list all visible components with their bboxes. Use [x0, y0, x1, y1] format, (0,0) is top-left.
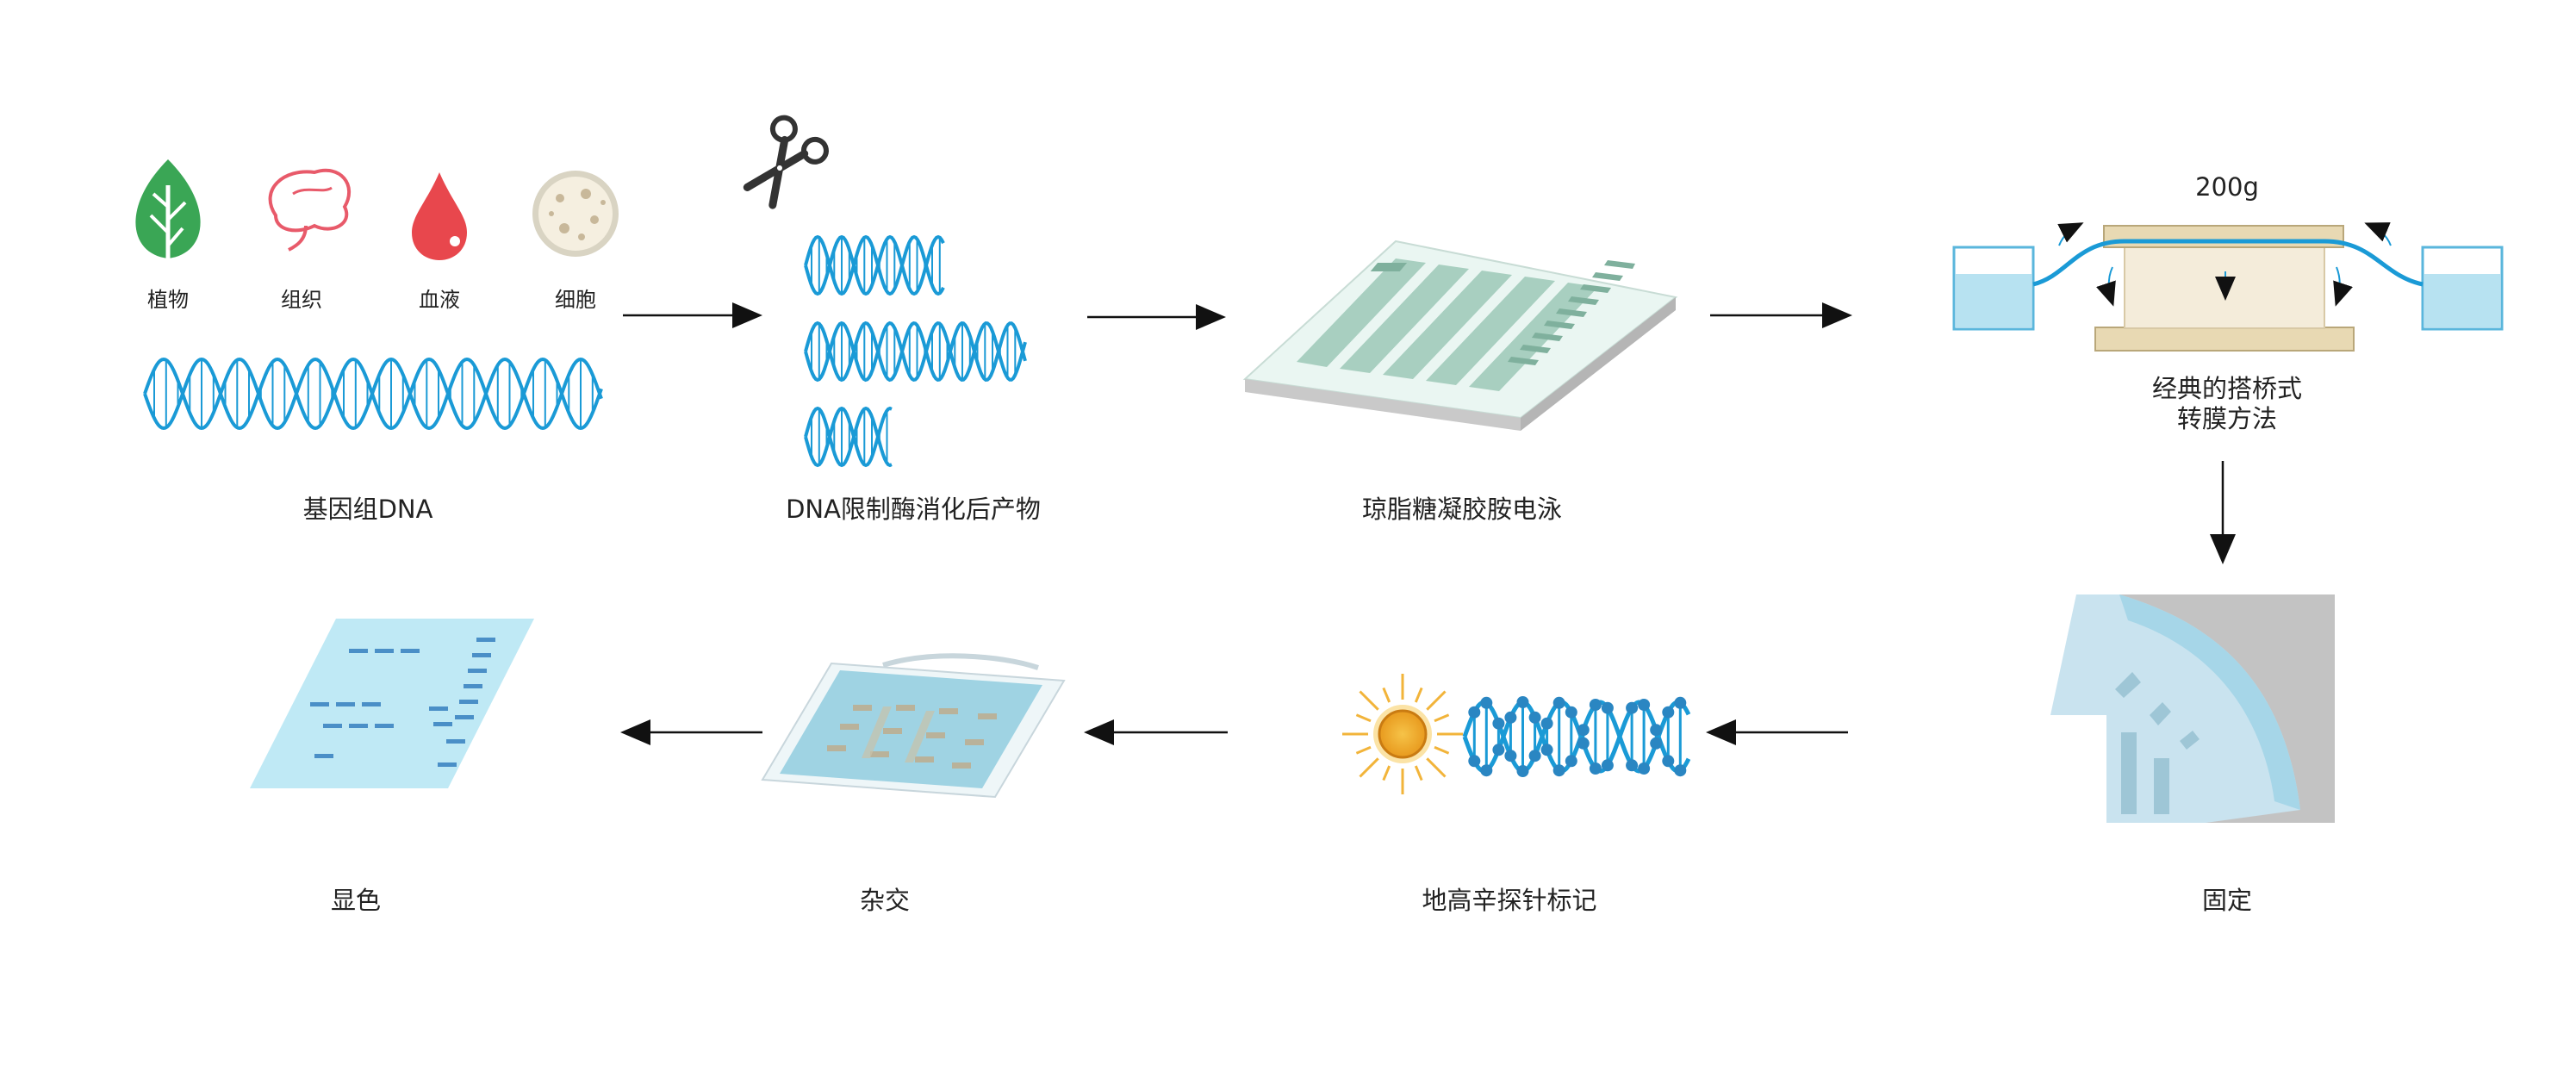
source-label-tissue: 组织 — [281, 288, 322, 312]
probe-dot — [1577, 737, 1590, 750]
blood-drop-icon — [412, 172, 467, 260]
dna-fragment-2 — [804, 321, 1027, 383]
source-label-plant: 植物 — [147, 288, 189, 312]
transfer-apparatus — [1952, 222, 2504, 352]
probe-dot — [1528, 711, 1541, 724]
probe-dot — [1504, 711, 1517, 724]
probe-dna-helix — [1462, 696, 1691, 777]
helix-strand — [804, 234, 945, 296]
helix-strand — [1462, 700, 1691, 774]
probe-dot — [1638, 762, 1651, 775]
probe-dot — [1650, 737, 1663, 750]
step-label-probe: 地高辛探针标记 — [1422, 886, 1597, 915]
sun-ray — [1359, 757, 1379, 778]
probe-dot — [1626, 701, 1639, 714]
leaf-icon — [135, 159, 201, 258]
helix-strand — [143, 357, 603, 431]
developed-membrane — [250, 619, 534, 788]
probe-dot — [1662, 706, 1675, 719]
helix-strand — [804, 234, 945, 296]
probe-dot — [1650, 724, 1663, 737]
probe-dot — [1540, 744, 1553, 756]
sun-ray — [1382, 765, 1391, 781]
tissue-icon — [268, 168, 351, 252]
sun-ray — [1414, 765, 1423, 781]
sun-ray — [1359, 690, 1379, 711]
transfer-label-line1: 经典的搭桥式 — [2151, 374, 2303, 403]
sun-ray — [1426, 690, 1447, 711]
agarose-gel — [1242, 240, 1678, 431]
sun-ray — [1355, 713, 1372, 723]
probe-dot — [1552, 696, 1565, 709]
sun-ray — [1434, 745, 1450, 755]
probe-dot — [1565, 706, 1577, 719]
transfer-label-line2: 转膜方法 — [2176, 404, 2278, 433]
step-label-electrophoresis: 琼脂糖凝胶胺电泳 — [1361, 495, 1563, 524]
genomic-dna-helix — [143, 357, 603, 431]
probe-dot — [1565, 755, 1577, 768]
probe-dot — [1589, 699, 1602, 711]
step-label-digest: DNA限制酶消化后产物 — [786, 495, 1041, 524]
sun-probe-icon — [1342, 674, 1463, 794]
gel-ladder — [1370, 263, 1408, 271]
step-label-fixation: 固定 — [2201, 886, 2253, 915]
dna-fragment-3 — [804, 406, 893, 468]
probe-dot — [1601, 759, 1614, 772]
probe-dot — [1589, 762, 1602, 775]
sun-ray — [1434, 713, 1450, 723]
dna-fragment-1 — [804, 234, 945, 296]
probe-dot — [1662, 755, 1675, 768]
probe-dot — [1674, 696, 1687, 709]
probe-dot — [1492, 744, 1505, 756]
probe-dot — [1504, 750, 1517, 762]
probe-dot — [1638, 699, 1651, 711]
source-label-cell: 细胞 — [555, 288, 596, 312]
sun-ray — [1426, 757, 1447, 778]
source-label-blood: 血液 — [419, 288, 460, 312]
probe-dot — [1468, 706, 1481, 719]
probe-dot — [1540, 717, 1553, 730]
step-label-hybridization: 杂交 — [859, 886, 911, 915]
probe-dot — [1528, 750, 1541, 762]
transfer-weight-label: 200g — [2195, 172, 2259, 202]
sun-core — [1378, 709, 1428, 759]
fixation-membrane — [2050, 594, 2335, 823]
probe-dot — [1601, 701, 1614, 714]
probe-dot — [1626, 759, 1639, 772]
hybridization-bag — [761, 653, 1066, 799]
probe-dot — [1516, 765, 1529, 777]
probe-dot — [1577, 724, 1590, 737]
step-label-develop: 显色 — [330, 886, 382, 915]
probe-dot — [1552, 764, 1565, 777]
sun-ray — [1382, 687, 1391, 703]
step-label-genomic-dna: 基因组DNA — [302, 495, 433, 524]
sun-ray — [1355, 745, 1372, 755]
probe-dot — [1468, 755, 1481, 768]
probe-dot — [1516, 696, 1529, 708]
cell-dish-icon — [532, 171, 619, 257]
probe-dot — [1480, 696, 1493, 709]
scissors-icon — [743, 115, 829, 209]
sun-ray — [1414, 687, 1423, 703]
probe-dot — [1492, 717, 1505, 730]
probe-dot — [1480, 764, 1493, 777]
probe-dot — [1674, 764, 1687, 777]
helix-strand — [1462, 700, 1691, 774]
